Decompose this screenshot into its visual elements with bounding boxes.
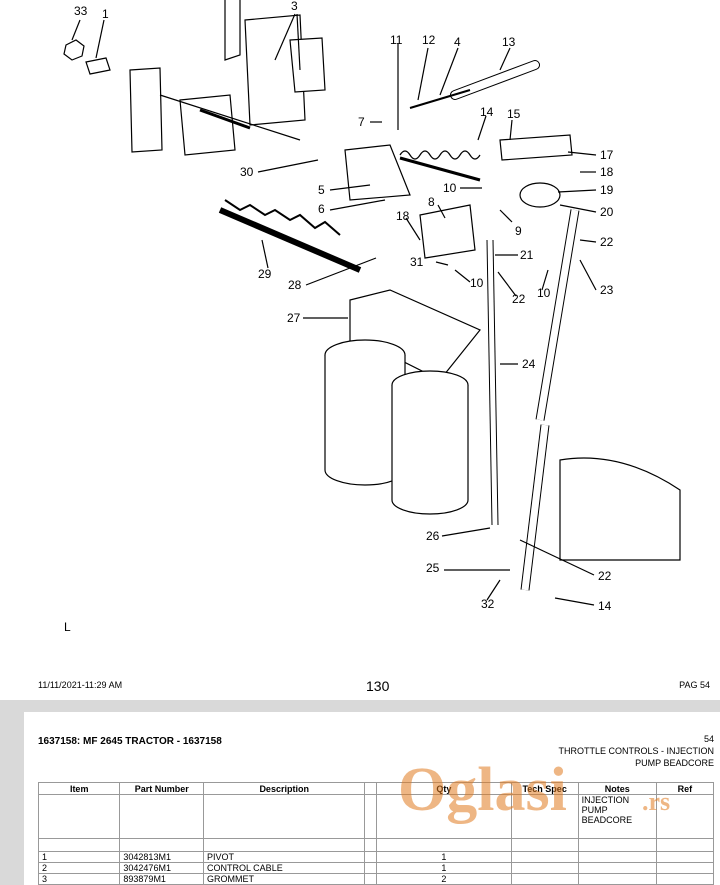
callout-4: 4 bbox=[454, 35, 461, 49]
callout-28: 28 bbox=[288, 278, 302, 292]
manual-page-parts-list: 1637158: MF 2645 TRACTOR - 1637158 54 TH… bbox=[24, 712, 720, 885]
callout-9: 9 bbox=[515, 224, 522, 238]
callout-17: 17 bbox=[600, 148, 614, 162]
parts-table: Item Part Number Description Qty Tech Sp… bbox=[37, 782, 715, 885]
exploded-parts-diagram: 33 1 3 11 12 4 13 7 14 15 17 18 19 20 30… bbox=[63, 0, 681, 613]
callout-15: 15 bbox=[507, 107, 521, 121]
table-row: INJECTION PUMP BEADCORE bbox=[37, 794, 715, 839]
callout-10: 10 bbox=[443, 181, 457, 195]
callout-6: 6 bbox=[318, 202, 325, 216]
notes-cell: INJECTION PUMP BEADCORE bbox=[577, 794, 657, 839]
callout-10c: 10 bbox=[537, 286, 551, 300]
section-subtitle: PUMP BEADCORE bbox=[635, 758, 714, 768]
cell-qty: 2 bbox=[376, 873, 512, 885]
callout-30: 30 bbox=[240, 165, 254, 179]
table-row bbox=[37, 838, 715, 852]
col-item: Item bbox=[37, 782, 121, 795]
page-gutter bbox=[0, 700, 24, 885]
callout-8: 8 bbox=[428, 195, 435, 209]
page-number: 54 bbox=[703, 734, 714, 744]
cell-description: CONTROL CABLE bbox=[203, 862, 366, 874]
callout-22b: 22 bbox=[512, 292, 526, 306]
cell-item: 2 bbox=[37, 862, 121, 874]
col-notes: Notes bbox=[577, 782, 657, 795]
callout-18: 18 bbox=[600, 165, 614, 179]
callout-7: 7 bbox=[358, 115, 365, 129]
callout-3: 3 bbox=[291, 0, 298, 13]
callout-22c: 22 bbox=[598, 569, 612, 583]
callout-31: 31 bbox=[410, 255, 424, 269]
callout-25: 25 bbox=[426, 561, 440, 575]
table-header-row: Item Part Number Description Qty Tech Sp… bbox=[37, 782, 715, 795]
callout-14b: 14 bbox=[598, 599, 612, 613]
section-title: THROTTLE CONTROLS - INJECTION bbox=[558, 746, 714, 756]
callout-14: 14 bbox=[480, 105, 494, 119]
callout-22: 22 bbox=[600, 235, 614, 249]
notes-line: INJECTION bbox=[581, 795, 630, 805]
footer-page-number: 130 bbox=[366, 678, 390, 694]
table-row: 2 3042476M1 CONTROL CABLE 1 bbox=[37, 862, 715, 874]
page-separator bbox=[0, 700, 720, 712]
callout-18b: 18 bbox=[396, 209, 410, 223]
cell-part-number: 893879M1 bbox=[119, 873, 205, 885]
callout-29: 29 bbox=[258, 267, 272, 281]
document-title: 1637158: MF 2645 TRACTOR - 1637158 bbox=[38, 736, 222, 747]
cell-part-number: 3042476M1 bbox=[119, 862, 205, 874]
callout-26: 26 bbox=[426, 529, 440, 543]
notes-line: PUMP bbox=[581, 805, 608, 815]
callout-24: 24 bbox=[522, 357, 536, 371]
callout-12: 12 bbox=[422, 33, 436, 47]
margin-mark: L bbox=[64, 620, 71, 634]
cell-qty: 1 bbox=[376, 862, 512, 874]
cell-item: 3 bbox=[37, 873, 121, 885]
callout-19: 19 bbox=[600, 183, 614, 197]
col-ref: Ref bbox=[655, 782, 715, 795]
callout-32: 32 bbox=[481, 597, 495, 611]
callout-10b: 10 bbox=[470, 276, 484, 290]
callout-27: 27 bbox=[287, 311, 301, 325]
col-description: Description bbox=[203, 782, 366, 795]
manual-page-diagram: 33 1 3 11 12 4 13 7 14 15 17 18 19 20 30… bbox=[38, 0, 710, 694]
callout-5: 5 bbox=[318, 183, 325, 197]
cell-item: 1 bbox=[37, 851, 121, 863]
col-qty: Qty bbox=[376, 782, 512, 795]
callout-1: 1 bbox=[102, 7, 109, 21]
callout-13: 13 bbox=[502, 35, 516, 49]
cell-qty: 1 bbox=[376, 851, 512, 863]
footer-date: 11/11/2021-11:29 AM bbox=[38, 680, 123, 690]
table-row: 3 893879M1 GROMMET 2 bbox=[37, 873, 715, 885]
col-tech-spec: Tech Spec bbox=[510, 782, 579, 795]
callout-23: 23 bbox=[600, 283, 614, 297]
table-row: 1 3042813M1 PIVOT 1 bbox=[37, 851, 715, 863]
footer-pag: PAG 54 bbox=[679, 680, 710, 690]
callout-33: 33 bbox=[74, 4, 88, 18]
cell-description: GROMMET bbox=[203, 873, 366, 885]
callout-21: 21 bbox=[520, 248, 534, 262]
callout-20: 20 bbox=[600, 205, 614, 219]
notes-line: BEADCORE bbox=[581, 815, 633, 825]
callout-11: 11 bbox=[390, 33, 403, 47]
col-spacer bbox=[364, 782, 377, 795]
cell-description: PIVOT bbox=[203, 851, 366, 863]
col-part-number: Part Number bbox=[119, 782, 205, 795]
cell-part-number: 3042813M1 bbox=[119, 851, 205, 863]
